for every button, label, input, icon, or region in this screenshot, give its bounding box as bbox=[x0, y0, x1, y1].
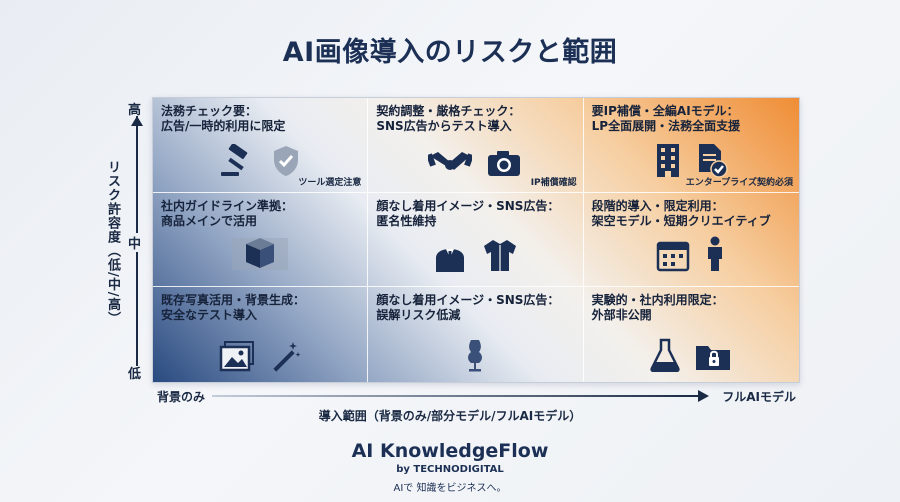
mannequin-icon bbox=[464, 338, 486, 372]
gavel-icon bbox=[219, 143, 257, 178]
cell-note: ツール選定注意 bbox=[298, 177, 362, 188]
cell-high-partial: 契約調整・厳格チェック： SNS広告からテスト導入 IP補償確認 bbox=[368, 98, 584, 193]
page-title: AI画像導入のリスクと範囲 bbox=[282, 37, 618, 68]
calendar-icon bbox=[656, 238, 690, 272]
cell-low-partial: 顔なし着用イメージ・SNS広告： 誤解リスク低減 bbox=[368, 287, 584, 382]
cell-low-background: 既存写真活用・背景生成： 安全なテスト導入 bbox=[153, 287, 369, 382]
cell-icons bbox=[368, 148, 582, 178]
handshake-icon bbox=[428, 148, 473, 178]
cell-high-background: 法務チェック要： 広告/一時的利用に限定 ツール選定注意 bbox=[153, 98, 369, 193]
cell-title: 社内ガイドライン準拠： 商品メインで活用 bbox=[161, 198, 294, 228]
camera-icon bbox=[486, 148, 522, 178]
cell-title: 契約調整・厳格チェック： SNS広告からテスト導入 bbox=[376, 104, 521, 133]
magic-wand-icon bbox=[269, 340, 301, 372]
x-axis-right-label: フルAIモデル bbox=[722, 390, 796, 404]
cell-icons bbox=[153, 234, 367, 272]
suit-person-icon bbox=[432, 238, 468, 273]
x-axis-arrow bbox=[698, 390, 709, 402]
brand-by: by TECHNODIGITAL bbox=[396, 464, 504, 475]
cell-icons bbox=[153, 143, 367, 178]
flask-icon bbox=[650, 338, 680, 372]
cell-icons bbox=[584, 236, 799, 272]
cell-title: 顔なし着用イメージ・SNS広告： 匿名性維持 bbox=[376, 198, 560, 228]
cell-icons bbox=[368, 338, 582, 372]
cell-low-full: 実験的・社内利用限定： 外部非公開 bbox=[584, 287, 799, 382]
x-axis-label: 導入範囲（背景のみ/部分モデル/フルAIモデル） bbox=[318, 409, 582, 423]
brand-name: AI KnowledgeFlow bbox=[351, 440, 549, 462]
cell-icons bbox=[584, 142, 799, 178]
shield-check-icon bbox=[271, 144, 301, 178]
shirt-icon bbox=[482, 238, 518, 272]
locked-folder-icon bbox=[694, 342, 732, 372]
product-box-icon bbox=[232, 234, 289, 272]
cell-title: 要IP補償・全編AIモデル： LP全面展開・法務全面支援 bbox=[591, 104, 741, 133]
cell-title: 実験的・社内利用限定： 外部非公開 bbox=[591, 293, 724, 323]
cell-icons bbox=[368, 238, 582, 273]
x-axis-left-label: 背景のみ bbox=[157, 390, 206, 404]
cell-title: 既存写真活用・背景生成： 安全なテスト導入 bbox=[161, 293, 306, 323]
person-icon bbox=[704, 236, 726, 272]
cell-title: 段階的導入・限定利用： 架空モデル・短期クリエイティブ bbox=[591, 198, 771, 228]
cell-mid-background: 社内ガイドライン準拠： 商品メインで活用 bbox=[153, 192, 369, 288]
y-axis-label: リスク許容度（低/中/高） bbox=[105, 160, 120, 326]
document-check-icon bbox=[696, 142, 729, 178]
cell-note: IP補償確認 bbox=[530, 177, 577, 188]
y-axis-high: 高 bbox=[128, 103, 142, 118]
cell-note: エンタープライズ契約必須 bbox=[685, 177, 793, 188]
cell-icons bbox=[584, 338, 799, 372]
brand-tagline: AIで 知識をビジネスへ。 bbox=[393, 483, 507, 494]
cell-title: 顔なし着用イメージ・SNS広告： 誤解リスク低減 bbox=[376, 293, 560, 323]
y-axis-arrow bbox=[131, 116, 143, 126]
cell-mid-full: 段階的導入・限定利用： 架空モデル・短期クリエイティブ bbox=[583, 193, 799, 288]
y-axis-mid: 中 bbox=[128, 233, 142, 252]
cell-title: 法務チェック要： 広告/一時的利用に限定 bbox=[161, 104, 286, 133]
cell-icons bbox=[153, 340, 367, 372]
y-axis-low: 低 bbox=[128, 367, 142, 382]
building-icon bbox=[654, 142, 682, 178]
photo-icon bbox=[219, 340, 255, 372]
x-axis-line bbox=[212, 395, 700, 397]
cell-high-full: 要IP補償・全編AIモデル： LP全面展開・法務全面支援 エンタープライズ契約必… bbox=[583, 98, 799, 193]
cell-mid-partial: 顔なし着用イメージ・SNS広告： 匿名性維持 bbox=[368, 192, 584, 288]
risk-matrix: 法務チェック要： 広告/一時的利用に限定 ツール選定注意 契約調整・厳格チェック… bbox=[152, 97, 800, 383]
